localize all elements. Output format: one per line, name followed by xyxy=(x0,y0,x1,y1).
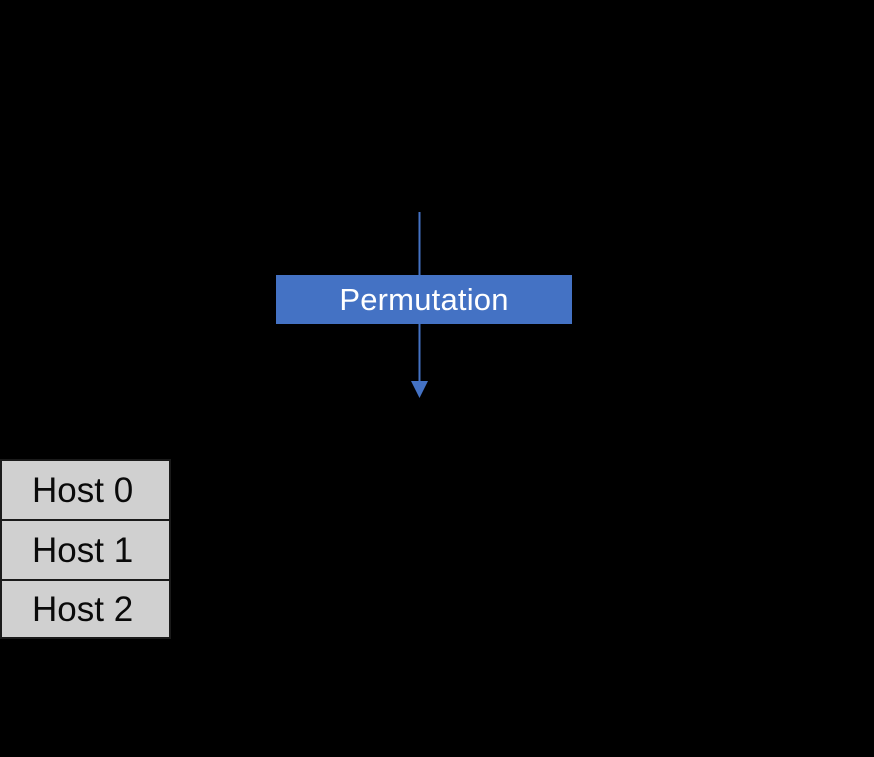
permutation-box[interactable]: Permutation xyxy=(276,275,572,324)
host-box-2[interactable]: Host 2 xyxy=(0,579,171,639)
host-label-1: Host 1 xyxy=(32,530,134,570)
permutation-box-label: Permutation xyxy=(339,282,509,317)
host-stack: Host 0 Host 1 Host 2 xyxy=(0,459,171,639)
host-label-0: Host 0 xyxy=(32,470,134,510)
host-box-1[interactable]: Host 1 xyxy=(0,519,171,579)
host-box-0[interactable]: Host 0 xyxy=(0,459,171,519)
arrow-head-icon xyxy=(411,381,428,398)
host-label-2: Host 2 xyxy=(32,589,134,629)
